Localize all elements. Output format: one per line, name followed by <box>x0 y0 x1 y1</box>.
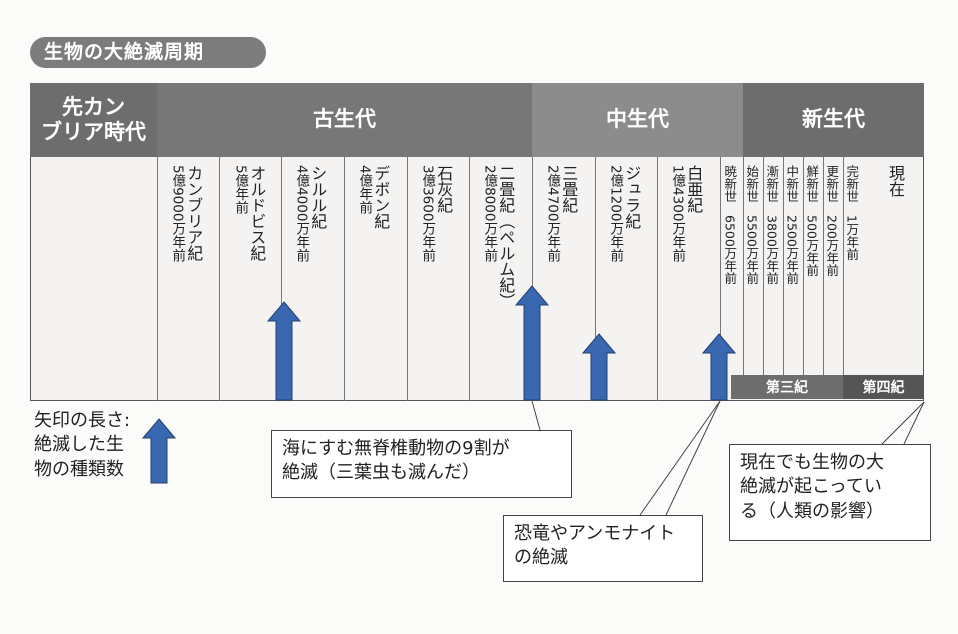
divider <box>281 157 282 401</box>
period-carboniferous: 石灰紀 3億3600万年前 <box>419 165 454 262</box>
period-age: 5500万年前 <box>744 215 760 285</box>
period-name: 石灰紀 <box>434 165 454 213</box>
period-cambrian: カンブリア紀 5億9000万年前 <box>169 165 204 262</box>
arrow-triassic <box>582 333 616 401</box>
period-age: 3800万年前 <box>764 215 780 285</box>
period-age: 2500万年前 <box>784 215 800 285</box>
divider <box>843 157 844 375</box>
legend-arrow <box>142 418 176 484</box>
divider <box>595 157 596 401</box>
period-name: カンブリア紀 <box>184 165 204 261</box>
period-name: 現在 <box>885 165 905 197</box>
epoch-miocene: 中新世 2500万年前 <box>784 165 800 285</box>
epoch-oligocene: 漸新世 3800万年前 <box>764 165 780 285</box>
period-devonian: デボン紀 4億年前 <box>356 165 391 229</box>
era-paleozoic: 古生代 <box>157 83 532 157</box>
epoch-pliocene: 鮮新世 500万年前 <box>804 165 820 277</box>
divider <box>803 157 804 375</box>
band-tertiary: 第三紀 <box>731 375 843 399</box>
divider <box>532 157 533 401</box>
note-permian: 海にすむ無脊椎動物の9割が 絶滅（三葉虫も滅んだ） <box>271 430 572 498</box>
arrow-cretaceous <box>702 333 736 401</box>
divider <box>783 157 784 375</box>
divider <box>407 157 408 401</box>
period-silurian: シルル紀 4億4000万年前 <box>293 165 328 262</box>
arrow-permian <box>515 285 549 401</box>
period-cretaceous: 白亜紀 1億4300万年前 <box>669 165 704 262</box>
arrow-ordovician <box>267 301 301 401</box>
divider <box>743 157 744 375</box>
divider <box>219 157 220 401</box>
divider <box>763 157 764 375</box>
period-age: 1億4300万年前 <box>669 165 686 262</box>
period-name: 更新世 <box>824 165 840 203</box>
divider <box>157 157 158 401</box>
band-quaternary: 第四紀 <box>843 375 924 399</box>
period-age: 5億年前 <box>232 165 249 215</box>
period-name: シルル紀 <box>308 165 328 229</box>
divider <box>823 157 824 375</box>
diagram-title: 生物の大絶滅周期 <box>30 37 266 68</box>
period-age: 1万年前 <box>844 215 860 261</box>
note-present: 現在でも生物の大 絶滅が起こってい る（人類の影響） <box>729 444 931 541</box>
period-age: 2億1200万年前 <box>607 165 624 262</box>
period-age: 4億年前 <box>356 165 373 215</box>
period-name: 始新世 <box>744 165 760 203</box>
period-age: 6500万年前 <box>722 215 738 285</box>
epoch-eocene: 始新世 5500万年前 <box>744 165 760 285</box>
period-name: ジュラ紀 <box>622 165 642 229</box>
period-age: 2億8000万年前 <box>481 165 498 262</box>
divider <box>720 157 721 401</box>
divider <box>344 157 345 401</box>
era-cenozoic: 新生代 <box>743 83 924 157</box>
period-name: 完新世 <box>844 165 860 203</box>
period-ordovician: オルドビス紀 5億年前 <box>232 165 267 261</box>
period-age: 500万年前 <box>804 215 820 277</box>
period-age: 3億3600万年前 <box>419 165 436 262</box>
period-name: 鮮新世 <box>804 165 820 203</box>
epoch-pleistocene: 更新世 200万年前 <box>824 165 840 277</box>
period-name: 三畳紀 <box>559 165 579 213</box>
period-name: 白亜紀 <box>684 165 704 213</box>
period-age: 4億4000万年前 <box>293 165 310 262</box>
period-permian: 二畳紀（ペルム紀） 2億8000万年前 <box>481 165 516 309</box>
epoch-paleocene: 暁新世 6500万年前 <box>722 165 738 285</box>
legend-text: 矢印の長さ: 絶滅した生 物の種類数 <box>34 410 131 480</box>
note-cretaceous: 恐竜やアンモナイト の絶滅 <box>503 515 703 582</box>
period-name: 暁新世 <box>722 165 738 203</box>
period-triassic: 三畳紀 2億4700万年前 <box>544 165 579 262</box>
period-name: オルドビス紀 <box>247 165 267 261</box>
epoch-holocene: 完新世 1万年前 <box>844 165 860 261</box>
period-name: 中新世 <box>784 165 800 203</box>
period-name: 漸新世 <box>764 165 780 203</box>
divider <box>469 157 470 401</box>
divider <box>657 157 658 401</box>
period-name: デボン紀 <box>371 165 391 229</box>
era-precambrian: 先カン ブリア時代 <box>30 83 157 157</box>
period-age: 5億9000万年前 <box>169 165 186 262</box>
period-name: 二畳紀（ペルム紀） <box>496 165 516 309</box>
period-present: 現在 <box>885 165 905 197</box>
period-age: 200万年前 <box>824 215 840 277</box>
era-mesozoic: 中生代 <box>532 83 743 157</box>
period-age: 2億4700万年前 <box>544 165 561 262</box>
period-jurassic: ジュラ紀 2億1200万年前 <box>607 165 642 262</box>
